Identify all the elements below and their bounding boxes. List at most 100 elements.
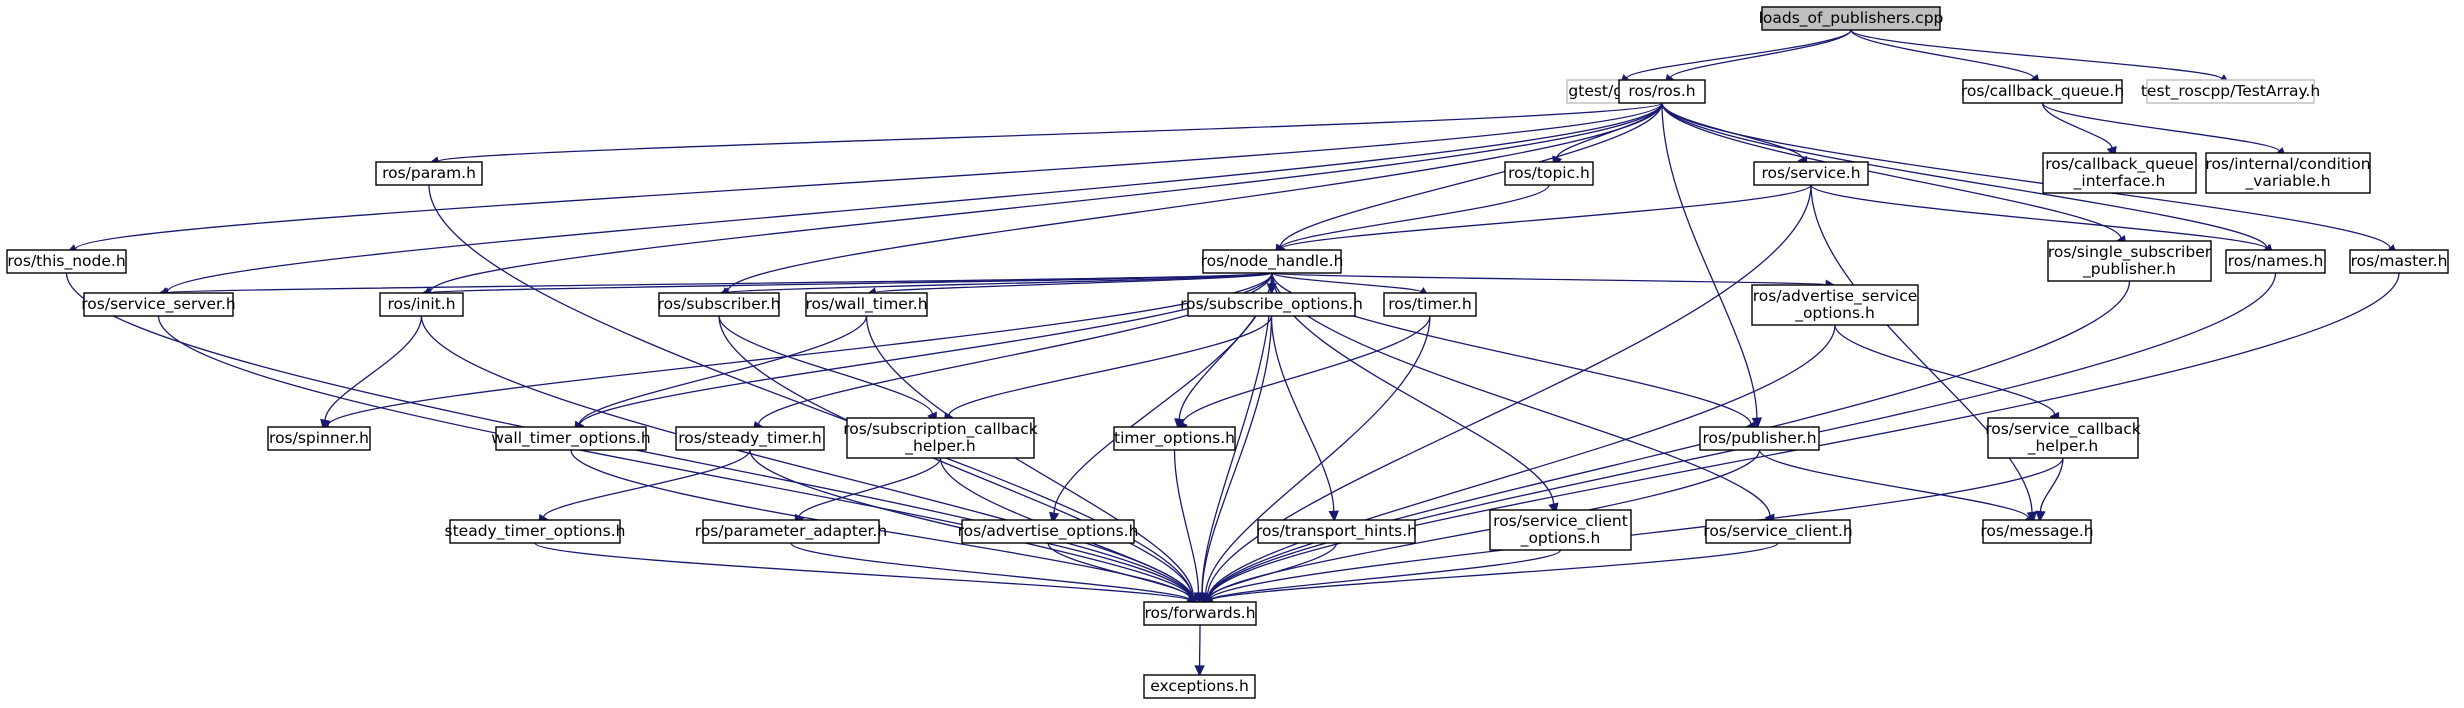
node-service_client[interactable]: ros/service_client.h — [1703, 519, 1853, 544]
edge-ros-to-init — [422, 102, 1663, 299]
edge-steady_timer-to-steady_timer_options — [538, 449, 751, 527]
node-topic[interactable]: ros/topic.h — [1504, 161, 1594, 186]
node-box — [1753, 161, 1869, 186]
edge-line — [1207, 542, 1338, 599]
node-advertise_service_options[interactable]: ros/advertise_service_options.h — [1751, 284, 1919, 326]
node-label: _options.h — [1794, 304, 1875, 323]
node-master[interactable]: ros/master.h — [2349, 249, 2449, 274]
edge-line — [1556, 102, 1663, 159]
node-box — [702, 519, 880, 544]
edge-line — [790, 542, 1192, 602]
node-advertise_options[interactable]: ros/advertise_options.h — [958, 519, 1139, 544]
node-label: ros/names.h — [2228, 252, 2324, 270]
node-label: ros/service_client.h — [1703, 522, 1852, 541]
node-label: _interface.h — [2073, 172, 2166, 191]
edge-line — [798, 457, 942, 517]
node-box — [2042, 152, 2197, 194]
node-root[interactable]: loads_of_publishers.cpp — [1759, 6, 1944, 31]
node-spinner[interactable]: ros/spinner.h — [267, 426, 371, 451]
node-timer[interactable]: ros/timer.h — [1383, 292, 1477, 317]
edge-ros-to-publisher — [1661, 102, 1763, 429]
node-box — [2205, 152, 2371, 194]
edge-line — [324, 315, 423, 421]
node-wall_timer[interactable]: ros/wall_timer.h — [805, 292, 928, 317]
node-label: ros/init.h — [387, 295, 455, 313]
node-service_server[interactable]: ros/service_server.h — [81, 292, 236, 317]
edge-root-to-callback_queue — [1850, 29, 2041, 87]
node-label: ros/wall_timer.h — [805, 295, 927, 314]
node-label: ros/publisher.h — [1702, 429, 1816, 447]
edge-parameter_adapter-to-forwards — [790, 542, 1200, 607]
edge-service_server-to-forwards — [157, 315, 1198, 609]
node-label: timer_options.h — [1114, 429, 1235, 448]
edge-line — [1271, 272, 1827, 286]
node-cbq_interface[interactable]: ros/callback_queue_interface.h — [2042, 152, 2197, 194]
edge-root-to-ros — [1664, 29, 1852, 87]
node-subscriber[interactable]: ros/subscriber.h — [658, 292, 781, 317]
node-node_handle[interactable]: ros/node_handle.h — [1201, 249, 1344, 274]
node-transport_hints[interactable]: ros/transport_hints.h — [1256, 519, 1417, 544]
node-single_sub_pub[interactable]: ros/single_subscriber_publisher.h — [2047, 240, 2212, 282]
edge-line — [429, 272, 1273, 294]
node-box — [1699, 426, 1820, 451]
edge-line — [1850, 29, 2035, 79]
edge-line — [542, 449, 751, 518]
node-label: ros/callback_queue.h — [1961, 82, 2124, 101]
edge-line — [2041, 102, 2280, 152]
node-label: ros/subscription_callback — [843, 420, 1038, 439]
node-box — [449, 519, 621, 544]
edge-line — [948, 315, 1273, 416]
node-box — [1987, 417, 2139, 459]
node-box — [379, 292, 464, 317]
node-param[interactable]: ros/param.h — [375, 161, 483, 186]
node-publisher[interactable]: ros/publisher.h — [1699, 426, 1820, 451]
edge-line — [1271, 272, 1422, 293]
node-condvar[interactable]: ros/internal/condition_variable.h — [2205, 152, 2371, 194]
node-label: test_roscpp/TestArray.h — [2141, 82, 2320, 101]
edge-subscribe_options-to-forwards — [1197, 315, 1273, 604]
edge-advertise_service_options-to-service_cb_helper — [1834, 324, 2060, 425]
node-box — [2225, 249, 2326, 274]
node-label: ros/callback_queue — [2045, 155, 2194, 174]
node-box — [675, 426, 825, 451]
edge-service-to-node_handle — [1271, 184, 1812, 255]
edge-line — [1626, 29, 1852, 79]
node-service_cb_helper[interactable]: ros/service_callback_helper.h — [1985, 417, 2141, 459]
node-label: steady_timer_options.h — [445, 522, 626, 541]
node-label: _variable.h — [2244, 172, 2330, 191]
node-timer_options[interactable]: timer_options.h — [1113, 426, 1236, 451]
edge-line — [1208, 457, 2064, 601]
node-subscription_cb_helper[interactable]: ros/subscription_callback_helper.h — [843, 417, 1038, 459]
node-wall_timer_options[interactable]: wall_timer_options.h — [491, 426, 651, 451]
edge-line — [1758, 449, 2029, 519]
node-steady_timer[interactable]: ros/steady_timer.h — [675, 426, 825, 451]
node-message[interactable]: ros/message.h — [1980, 519, 2094, 544]
node-box — [2047, 240, 2212, 282]
edge-line — [1201, 315, 1273, 594]
node-service_client_options[interactable]: ros/service_client_options.h — [1489, 509, 1632, 551]
edge-line — [1661, 102, 2268, 249]
node-names[interactable]: ros/names.h — [2225, 249, 2326, 274]
node-ros[interactable]: ros/ros.h — [1618, 79, 1706, 104]
node-box — [1143, 601, 1257, 626]
node-init[interactable]: ros/init.h — [379, 292, 464, 317]
edge-line — [157, 315, 1192, 600]
node-callback_queue[interactable]: ros/callback_queue.h — [1961, 79, 2124, 104]
node-this_node[interactable]: ros/this_node.h — [6, 249, 127, 274]
node-label: ros/node_handle.h — [1201, 252, 1344, 271]
edge-wall_timer-to-forwards — [865, 315, 1199, 607]
edge-line — [1173, 449, 1200, 594]
node-label: ros/parameter_adapter.h — [695, 522, 887, 541]
node-forwards[interactable]: ros/forwards.h — [1143, 601, 1257, 626]
edge-line — [1208, 542, 1779, 602]
node-parameter_adapter[interactable]: ros/parameter_adapter.h — [695, 519, 887, 544]
edge-line — [578, 315, 868, 425]
node-label: ros/timer.h — [1388, 295, 1472, 313]
node-service[interactable]: ros/service.h — [1753, 161, 1869, 186]
node-steady_timer_options[interactable]: steady_timer_options.h — [445, 519, 626, 544]
edge-line — [1208, 549, 1562, 602]
node-subscribe_options[interactable]: ros/subscribe_options.h — [1180, 292, 1363, 317]
node-box — [1383, 292, 1477, 317]
node-exceptions[interactable]: exceptions.h — [1143, 674, 1256, 699]
edge-line — [1661, 102, 2391, 249]
